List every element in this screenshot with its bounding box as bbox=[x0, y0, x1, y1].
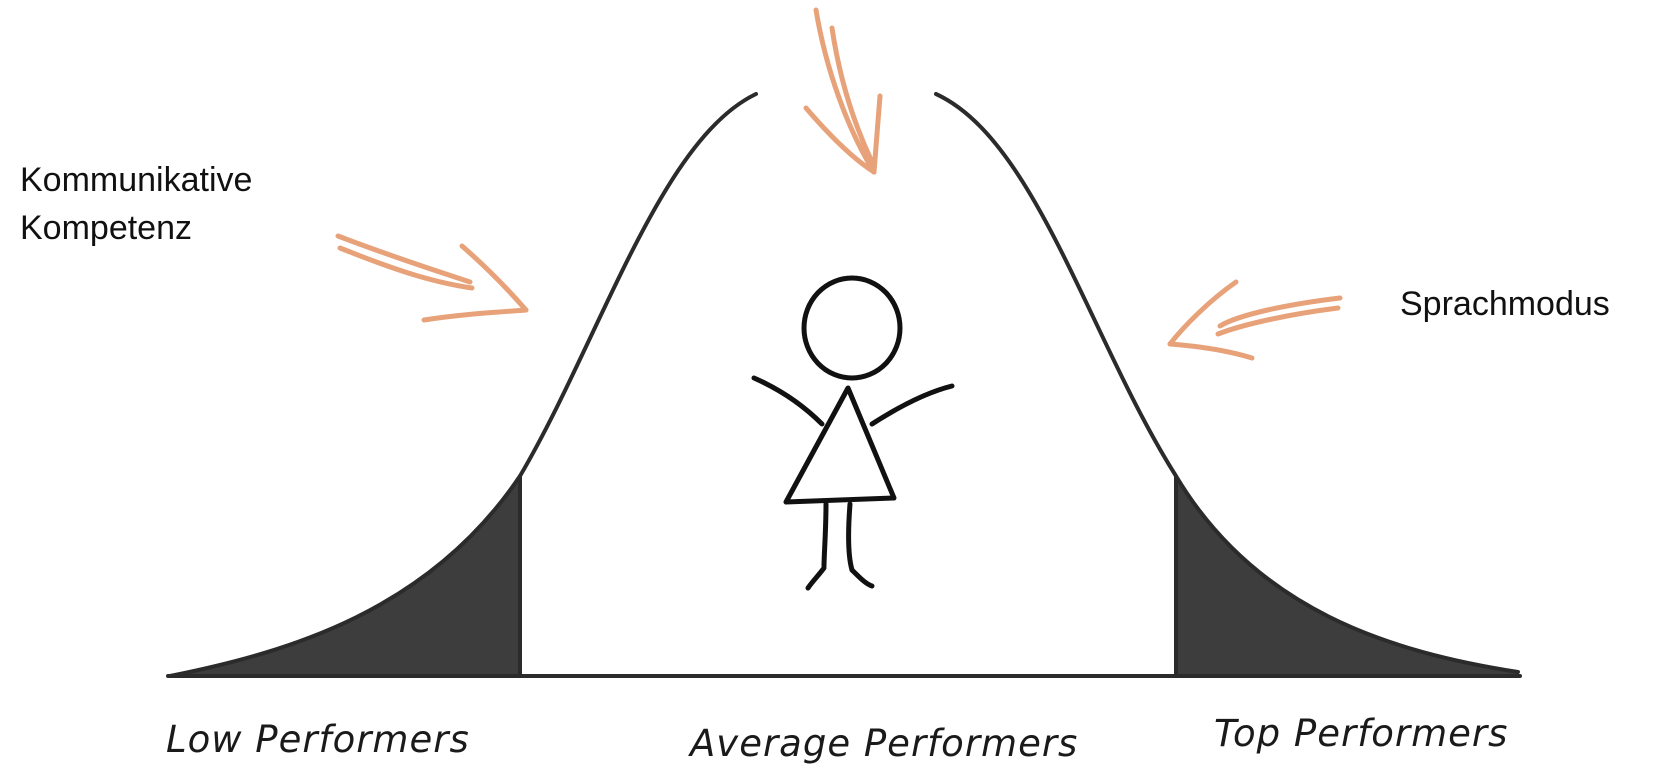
bell-curve-right bbox=[934, 92, 1520, 674]
arrow-icon bbox=[335, 233, 529, 323]
left-label-line1: Kommunikative bbox=[20, 161, 253, 199]
low-performers-label: Low Performers bbox=[166, 718, 470, 761]
sprachmodus-label: Sprachmodus bbox=[1400, 285, 1610, 323]
stick-figure-icon bbox=[751, 275, 955, 591]
low-tail-area bbox=[170, 476, 520, 676]
left-label-line2: Kompetenz bbox=[20, 209, 192, 247]
arrow-icon bbox=[1167, 279, 1343, 361]
average-performers-label: Average Performers bbox=[690, 722, 1079, 765]
bell-curve-left bbox=[168, 92, 758, 678]
top-performers-label: Top Performers bbox=[1214, 712, 1509, 755]
arrow-icon bbox=[803, 7, 883, 175]
kommunikative-kompetenz-label: Kommunikative Kompetenz bbox=[20, 156, 252, 252]
top-tail-area bbox=[1176, 476, 1518, 676]
